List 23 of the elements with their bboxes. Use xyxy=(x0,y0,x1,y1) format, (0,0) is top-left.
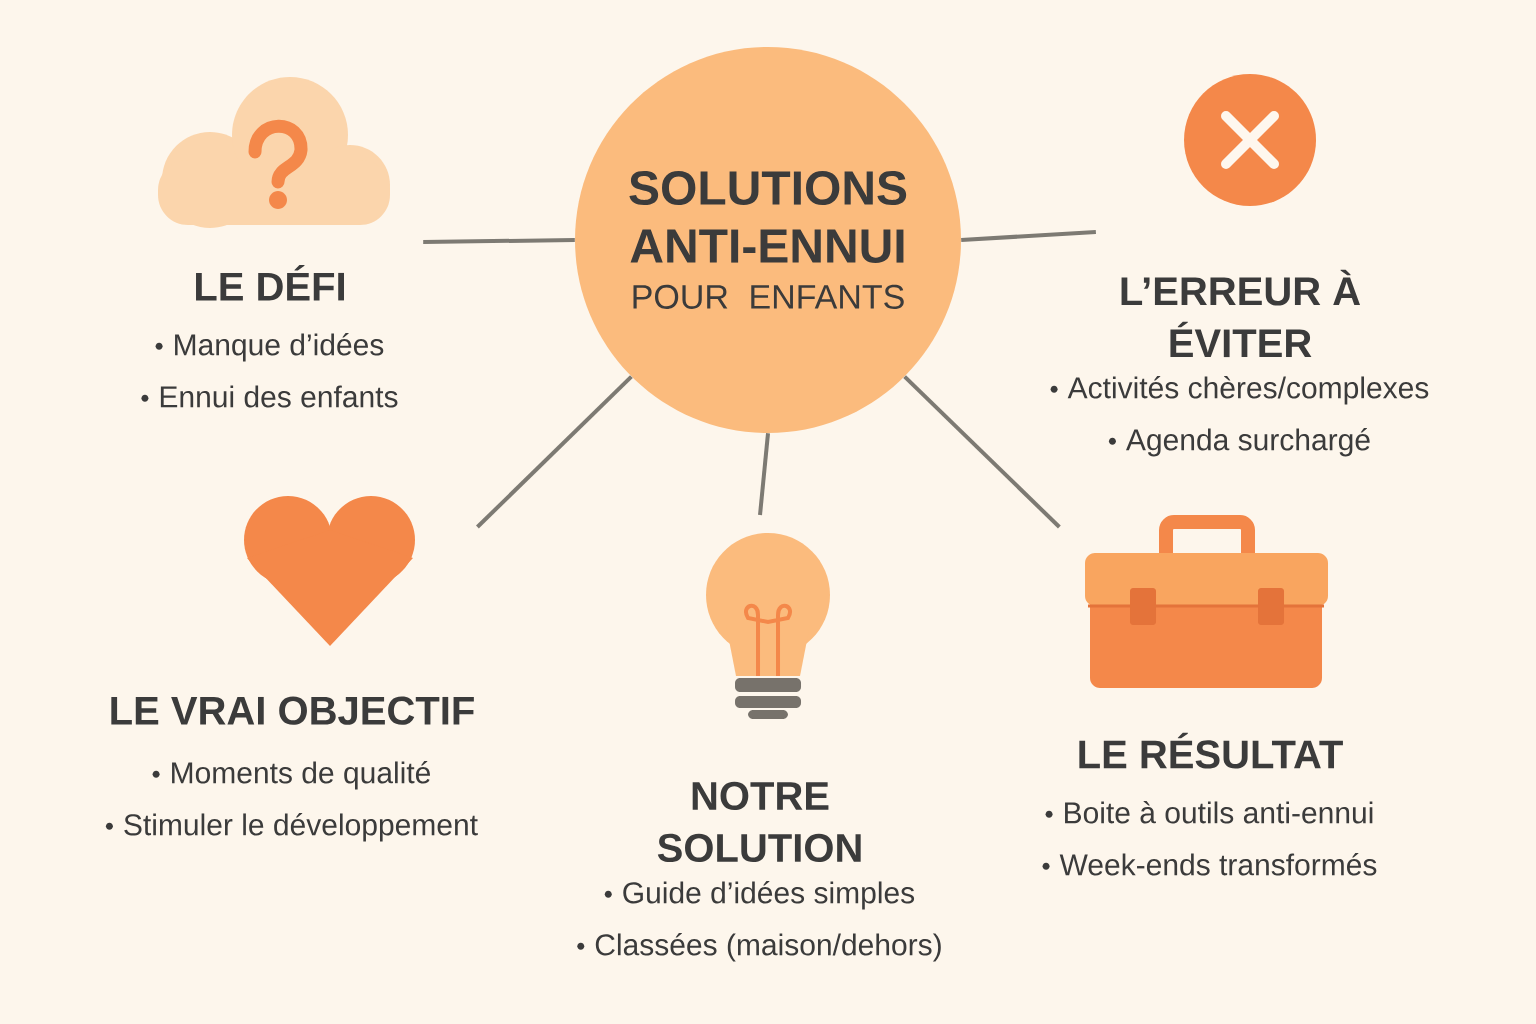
bullet-item: Activités chères/complexes xyxy=(1067,376,1429,405)
heading: LE VRAI OBJECTIF xyxy=(111,696,474,725)
bullet-item: Moments de qualité xyxy=(172,761,430,790)
connector-line xyxy=(476,375,633,529)
heading: LE DÉFI xyxy=(196,265,344,301)
heading: NOTRE SOLUTION xyxy=(657,781,861,863)
bullet-item: Week-ends transformés xyxy=(1059,853,1377,876)
heading: LE RÉSULTAT xyxy=(1079,732,1343,769)
bullet-item: Agenda surchargé xyxy=(1126,428,1370,457)
connector-line xyxy=(758,433,770,516)
bullet-item: Ennui des enfants xyxy=(160,385,398,408)
subtitle-text: POUR ENFANTS xyxy=(633,284,904,309)
bullet-item: Classées (maison/dehors) xyxy=(595,933,941,962)
connector-line xyxy=(961,230,1096,242)
bullet-item: Manque d’idées xyxy=(175,333,384,362)
connector-line xyxy=(903,375,1061,529)
connector-line xyxy=(423,238,575,244)
title-text: SOLUTIONS ANTI-ENNUI xyxy=(629,171,907,264)
bullet-item: Stimuler le développement xyxy=(124,813,478,842)
heading: L’ERREUR À ÉVITER xyxy=(1121,269,1361,358)
bullet-item: Boite à outils anti-ennui xyxy=(1065,801,1373,824)
center-circle xyxy=(575,47,961,433)
bullet-item: Guide d’idées simples xyxy=(623,881,915,910)
